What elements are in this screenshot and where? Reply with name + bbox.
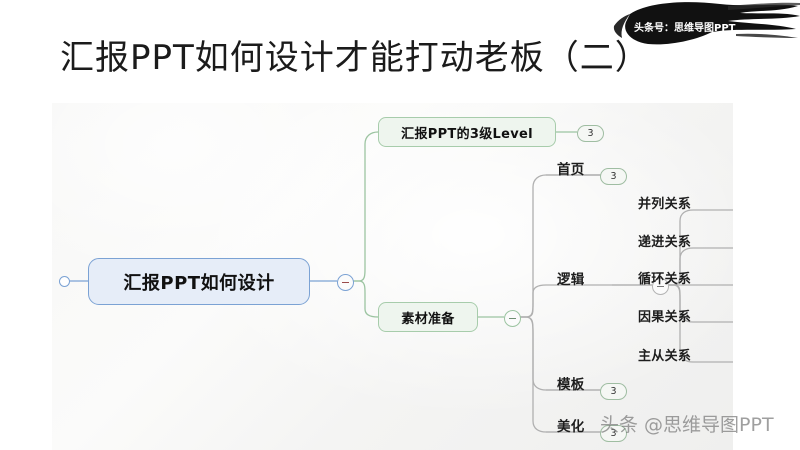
leaf-relation-progressive-label: 递进关系	[638, 235, 692, 250]
root-collapse-toggle[interactable]	[337, 274, 354, 291]
leaf-relation-progressive[interactable]: 递进关系	[638, 231, 691, 250]
leaf-moban[interactable]: 模板	[557, 373, 585, 393]
root-node-label: 汇报PPT如何设计	[123, 272, 275, 294]
material-collapse-toggle[interactable]	[504, 310, 521, 327]
leaf-shouye[interactable]: 首页	[557, 158, 585, 178]
edge-to-meihua	[519, 316, 612, 433]
branch-node-level[interactable]: 汇报PPT的3级Level	[378, 117, 556, 147]
leaf-relation-master-slave[interactable]: 主从关系	[638, 345, 691, 364]
leaf-relation-causal[interactable]: 因果关系	[638, 306, 691, 325]
brush-stamp-logo: 头条号：思维导图PPT	[608, 0, 800, 50]
leaf-relation-cyclic[interactable]: 循环关系	[638, 268, 691, 287]
leaf-relation-parallel-label: 并列关系	[638, 197, 692, 212]
branch-node-level-label: 汇报PPT的3级Level	[401, 126, 533, 142]
luoji-collapse-toggle[interactable]	[652, 278, 669, 295]
badge-level-count: 3	[577, 125, 604, 142]
leaf-luoji-label: 逻辑	[557, 272, 585, 288]
minus-icon	[509, 317, 516, 320]
leaf-meihua[interactable]: 美化	[557, 415, 585, 435]
edge-rel-5	[667, 284, 733, 363]
page-title: 汇报PPT如何设计才能打动老板（二）	[60, 38, 650, 78]
leaf-relation-master-slave-label: 主从关系	[638, 349, 692, 364]
branch-node-material[interactable]: 素材准备	[378, 302, 478, 332]
badge-moban-count: 3	[600, 383, 627, 400]
leaf-meihua-label: 美化	[557, 419, 585, 435]
badge-meihua-count: 3	[600, 425, 627, 442]
leaf-relation-parallel[interactable]: 并列关系	[638, 193, 691, 212]
leaf-shouye-label: 首页	[557, 162, 585, 178]
branch-node-material-label: 素材准备	[401, 311, 455, 327]
minus-icon	[342, 281, 349, 284]
leaf-relation-causal-label: 因果关系	[638, 310, 692, 325]
leaf-relation-cyclic-label: 循环关系	[638, 272, 692, 287]
brush-stroke-icon	[613, 2, 800, 45]
badge-meihua-count-value: 3	[610, 428, 617, 439]
badge-moban-count-value: 3	[610, 386, 617, 397]
root-stub-dot	[59, 276, 70, 287]
badge-shouye-count-value: 3	[610, 171, 617, 182]
badge-level-count-value: 3	[587, 128, 594, 139]
leaf-moban-label: 模板	[557, 377, 585, 393]
badge-shouye-count: 3	[600, 168, 627, 185]
mindmap-root-node[interactable]: 汇报PPT如何设计	[88, 258, 310, 305]
edge-to-branch-1	[352, 131, 379, 282]
minus-icon	[657, 285, 664, 288]
edge-to-luoji	[519, 284, 612, 318]
mindmap-canvas[interactable]: 汇报PPT如何设计 汇报PPT的3级Level 3 素材准备 首页 3 逻辑 并…	[52, 103, 733, 450]
brush-stamp-label: 头条号：思维导图PPT	[634, 23, 736, 34]
watermark-text: 头条 @思维导图PPT	[600, 414, 774, 436]
edge-to-branch-2	[352, 280, 379, 318]
leaf-luoji[interactable]: 逻辑	[557, 268, 585, 288]
